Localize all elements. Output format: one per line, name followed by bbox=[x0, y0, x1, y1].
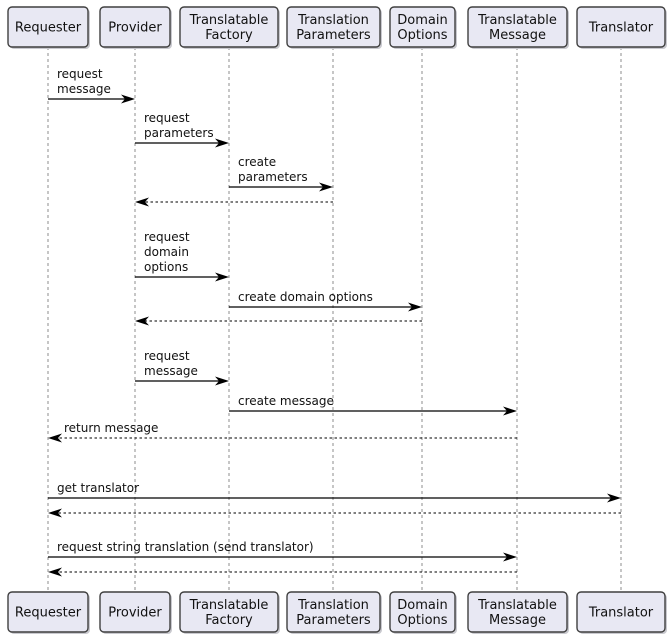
bottom-participant-label-translation-parameters: Parameters bbox=[296, 613, 371, 628]
top-participant-label-translatable-factory: Translatable bbox=[189, 13, 269, 28]
message-label-0: request bbox=[57, 67, 103, 81]
bottom-participant-label-translatable-factory: Translatable bbox=[189, 598, 269, 613]
bottom-participant-label-translatable-message: Message bbox=[489, 613, 546, 628]
message-arrowhead-10 bbox=[607, 493, 621, 503]
top-participant-box-translation-parameters bbox=[286, 6, 381, 48]
message-label-7: message bbox=[144, 364, 198, 378]
bottom-participant-label-translatable-message: Translatable bbox=[477, 598, 557, 613]
top-participant-label-provider: Provider bbox=[108, 21, 162, 36]
message-arrowhead-0 bbox=[121, 94, 135, 104]
bottom-participant-label-translator: Translator bbox=[588, 606, 654, 621]
message-arrowhead-9 bbox=[48, 433, 62, 443]
message-label-7: request bbox=[144, 349, 190, 363]
message-arrowhead-12 bbox=[503, 552, 517, 562]
top-participant-box-translatable-factory bbox=[179, 6, 279, 48]
bottom-participant-box-requester bbox=[7, 591, 89, 633]
top-participant-label-translatable-message: Translatable bbox=[477, 13, 557, 28]
top-participant-label-requester: Requester bbox=[15, 21, 82, 36]
message-label-1: parameters bbox=[144, 126, 214, 140]
bottom-participant-label-domain-options: Domain bbox=[397, 598, 447, 613]
top-participant-box-domain-options bbox=[389, 6, 456, 48]
message-arrowhead-6 bbox=[135, 316, 149, 326]
bottom-participant-box-translator bbox=[576, 591, 666, 633]
top-participant-label-translator: Translator bbox=[588, 21, 654, 36]
message-label-9: return message bbox=[64, 421, 158, 435]
message-arrowhead-3 bbox=[135, 197, 149, 207]
message-arrowhead-1 bbox=[215, 138, 229, 148]
bottom-participant-label-translation-parameters: Translation bbox=[297, 598, 369, 613]
message-arrowhead-7 bbox=[215, 376, 229, 386]
bottom-participant-label-domain-options: Options bbox=[397, 613, 447, 628]
message-label-2: create bbox=[238, 155, 276, 169]
top-participant-label-translation-parameters: Parameters bbox=[296, 28, 371, 43]
bottom-participant-box-domain-options bbox=[389, 591, 456, 633]
bottom-participant-box-translatable-message bbox=[467, 591, 568, 633]
message-label-10: get translator bbox=[57, 481, 139, 495]
message-arrowhead-4 bbox=[215, 272, 229, 282]
message-label-8: create message bbox=[238, 394, 334, 408]
message-label-5: create domain options bbox=[238, 290, 373, 304]
message-label-1: request bbox=[144, 111, 190, 125]
top-participant-box-translatable-message bbox=[467, 6, 568, 48]
bottom-participant-label-translatable-factory: Factory bbox=[205, 613, 253, 628]
top-participant-label-domain-options: Options bbox=[397, 28, 447, 43]
message-label-4: request bbox=[144, 230, 190, 244]
top-participant-label-translatable-factory: Factory bbox=[205, 28, 253, 43]
bottom-participant-label-provider: Provider bbox=[108, 606, 162, 621]
top-participant-label-translation-parameters: Translation bbox=[297, 13, 369, 28]
message-arrowhead-5 bbox=[408, 302, 422, 312]
bottom-participant-box-provider bbox=[99, 591, 171, 633]
top-participant-label-translatable-message: Message bbox=[489, 28, 546, 43]
top-participant-box-translator bbox=[576, 6, 666, 48]
message-arrowhead-8 bbox=[503, 406, 517, 416]
top-participant-box-provider bbox=[99, 6, 171, 48]
top-participant-box-requester bbox=[7, 6, 89, 48]
bottom-participant-label-requester: Requester bbox=[15, 606, 82, 621]
message-label-2: parameters bbox=[238, 170, 308, 184]
bottom-participant-box-translation-parameters bbox=[286, 591, 381, 633]
message-label-12: request string translation (send transla… bbox=[57, 540, 314, 554]
message-arrowhead-13 bbox=[48, 567, 62, 577]
bottom-participant-box-translatable-factory bbox=[179, 591, 279, 633]
message-arrowhead-11 bbox=[48, 508, 62, 518]
message-label-4: domain bbox=[144, 245, 189, 259]
message-label-0: message bbox=[57, 82, 111, 96]
message-label-4: options bbox=[144, 260, 188, 274]
top-participant-label-domain-options: Domain bbox=[397, 13, 447, 28]
message-arrowhead-2 bbox=[319, 182, 333, 192]
